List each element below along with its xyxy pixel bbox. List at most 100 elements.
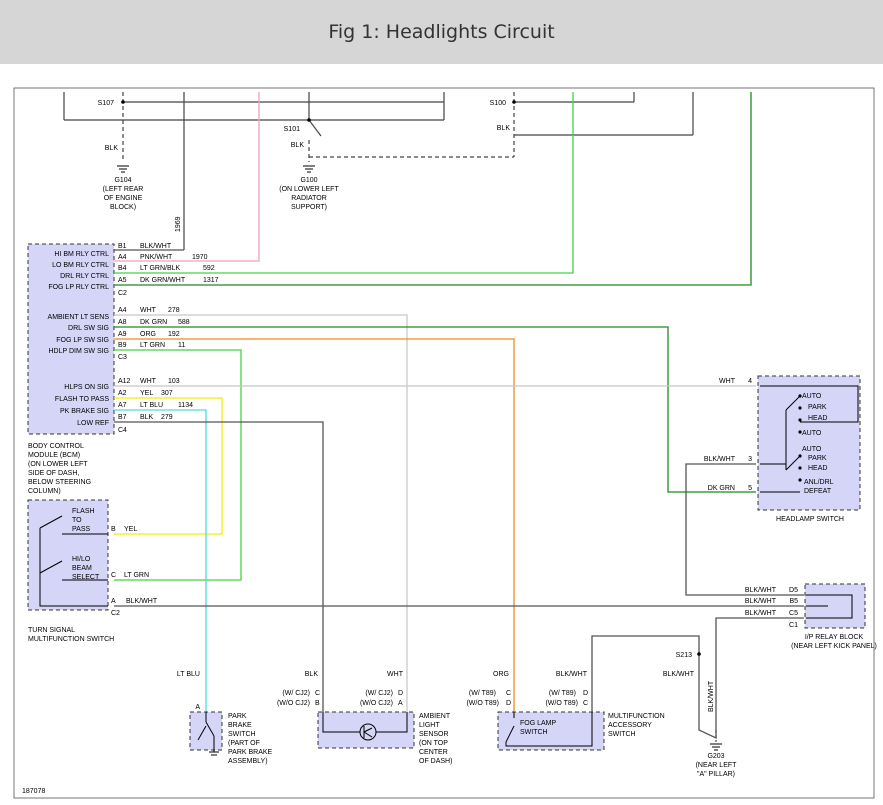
headlamp-switch-contacts: [760, 385, 859, 493]
fog-switch-contacts: [505, 712, 593, 747]
splice-s107-label: S107: [98, 100, 114, 107]
wire-org-fog: [114, 338, 515, 712]
bcm-pin-labels: HI BM RLY CTRL LO BM RLY CTRL DRL RLY CT…: [48, 251, 110, 427]
fog-caption: SWITCH: [608, 731, 636, 738]
park-brake-caption: SWITCH: [228, 731, 256, 738]
bcm-pin-id: B9: [118, 342, 127, 349]
ambient-cond: (W/ CJ2): [365, 690, 393, 697]
contact-dot: [798, 430, 802, 434]
diagram-border: [13, 87, 875, 799]
bcm-wire-circuit: 278: [168, 307, 180, 314]
headlamp-pin: 3: [748, 456, 752, 463]
bcm-pin-id: B1: [118, 243, 127, 250]
circuit-1969-label: 1969: [175, 216, 182, 232]
ground-g104-caption: OF ENGINE: [104, 195, 143, 202]
bcm-wire-color: YEL: [140, 390, 153, 397]
fog-cond: (W/ T89): [549, 690, 576, 697]
fog-label: SWITCH: [520, 729, 548, 736]
bcm-wire-circuit: 11: [178, 342, 185, 349]
headlights-circuit-diagram: S107 S101 S100 BLK BLK BLK 1969 G104 (LE…: [13, 87, 877, 799]
wire-blk-low-ref: [114, 421, 324, 712]
wire-lt-grn-blk: [114, 92, 574, 274]
fog-pin: C: [583, 700, 588, 707]
ambient-caption: (ON TOP: [419, 740, 448, 747]
fog-switch-box: [497, 711, 605, 751]
headlamp-switch-box: [757, 375, 861, 511]
bcm-caption: BODY CONTROL MODULE (BCM) (ON LOWER LEFT…: [28, 443, 91, 495]
relay-block-wiring: [806, 594, 853, 619]
ambient-pin: D: [398, 690, 403, 697]
splice-s100-label: S100: [490, 100, 506, 107]
bcm-pin-name: HI BM RLY CTRL: [54, 251, 109, 258]
ground-g100-caption: RADIATOR: [291, 195, 327, 202]
wire-lt-blu-brake: [114, 409, 207, 712]
bcm-box: [27, 243, 115, 435]
wire-blk-wht-s213: [698, 617, 804, 740]
relay-caption: I/P RELAY BLOCK: [805, 634, 864, 641]
contact-dot: [798, 478, 802, 482]
ground-g100-id: G100: [300, 177, 317, 184]
contact-dot: [798, 466, 802, 470]
ground-g104-caption: (LEFT REAR: [103, 186, 144, 193]
splice-s213-dot: [697, 652, 701, 656]
wire-label-blk-wht: BLK/WHT: [556, 671, 588, 678]
bcm-pin-name: DRL RLY CTRL: [60, 273, 109, 280]
splice-dot: [121, 100, 125, 104]
wire-label-blk-wht: BLK/WHT: [704, 456, 736, 463]
bcm-wire-circuit: 592: [203, 265, 215, 272]
bcm-pin-id: A5: [118, 277, 127, 284]
bcm-pin-name: DRL SW SIG: [68, 325, 109, 332]
bcm-pin-id: B4: [118, 265, 127, 272]
headlamp-caption: HEADLAMP SWITCH: [776, 516, 844, 523]
headlamp-label: PARK: [808, 404, 827, 411]
ambient-caption: CENTER: [419, 749, 448, 756]
wire-label-blk: BLK: [497, 125, 511, 132]
fog-caption: MULTIFUNCTION: [608, 713, 665, 720]
wire-label-blk-wht: BLK/WHT: [663, 671, 695, 678]
headlamp-label: ANL/DRL: [804, 479, 834, 486]
wire-label-blk-wht: BLK/WHT: [126, 598, 158, 605]
fog-pin: D: [506, 700, 511, 707]
fog-cond: (W/O T89): [466, 700, 499, 707]
relay-pin: B5: [789, 598, 798, 605]
page-title: Fig 1: Headlights Circuit: [328, 21, 555, 43]
bcm-caption-line: SIDE OF DASH,: [28, 470, 79, 477]
contact-dot: [798, 394, 802, 398]
bcm-pin-id: A7: [118, 402, 127, 409]
bcm-wire-circuit: 103: [168, 378, 180, 385]
headlamp-label: HEAD: [808, 465, 827, 472]
bcm-wire-color: BLK: [140, 414, 154, 421]
wire-label-blk: BLK: [291, 142, 305, 149]
contact-dot: [798, 454, 802, 458]
fog-cond: (W/O T89): [545, 700, 578, 707]
bcm-pin-ids: B1 A4 B4 A5 C2 A4 A8 A9 B9 C3 A12 A2 A7 …: [118, 243, 131, 434]
wire-label-blk-wht: BLK/WHT: [745, 587, 777, 594]
bcm-wire-color: DK GRN: [140, 319, 167, 326]
wires: [114, 92, 804, 740]
bcm-pin-id: A12: [118, 378, 131, 385]
bcm-pin-id: A2: [118, 390, 127, 397]
wire-dk-grn-wht: [114, 92, 752, 286]
bcm-pin-name: LO BM RLY CTRL: [52, 262, 109, 269]
bcm-wire-color: LT GRN: [140, 342, 165, 349]
fog-pin: C: [506, 690, 511, 697]
bcm-pin-id: C3: [118, 354, 127, 361]
headlamp-label: AUTO: [802, 393, 822, 400]
turn-signal-label: BEAM: [72, 565, 92, 572]
turn-signal-pin: C2: [111, 610, 120, 617]
turn-signal-caption: TURN SIGNAL: [28, 627, 75, 634]
ambient-pin: B: [315, 700, 320, 707]
wire-label-yel: YEL: [124, 526, 137, 533]
wire-label-lt-blu: LT BLU: [177, 671, 200, 678]
park-brake-caption: BRAKE: [228, 722, 252, 729]
wire-label-blk-wht: BLK/WHT: [745, 610, 777, 617]
bcm-wire-color: WHT: [140, 378, 157, 385]
diagram-id: 187078: [22, 788, 45, 795]
bcm-pin-name: HDLP DIM SW SIG: [48, 348, 109, 355]
park-brake-contacts: [197, 712, 219, 756]
bcm-pin-name: AMBIENT LT SENS: [48, 314, 110, 321]
bcm-wire-color: PNK/WHT: [140, 254, 173, 261]
turn-signal-pin: C: [111, 572, 116, 579]
ground-g104-id: G104: [114, 177, 131, 184]
splice-s213-label: S213: [676, 652, 692, 659]
